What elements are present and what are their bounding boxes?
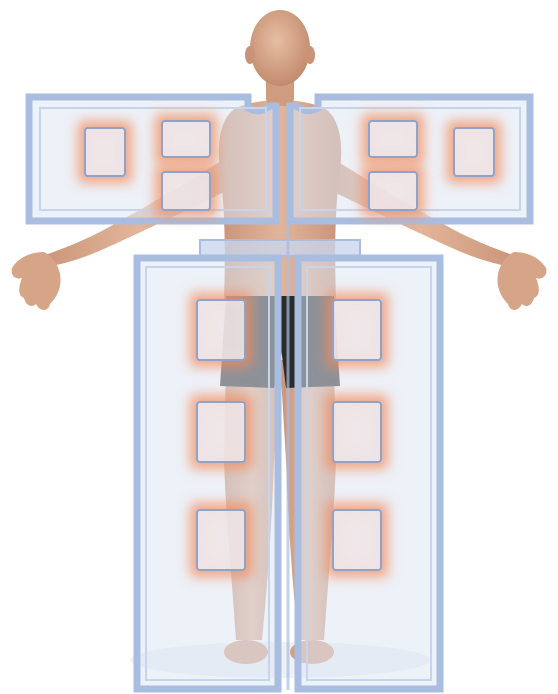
- head: [250, 10, 310, 86]
- heating-pad-upper-left-outer: [85, 128, 125, 176]
- heating-pad-upper-right-inner-top: [369, 121, 417, 157]
- right-hand: [497, 252, 546, 310]
- heating-pad-calf-right: [333, 510, 381, 570]
- heating-pad-upper-right-inner-bottom: [369, 172, 417, 210]
- heating-pad-calf-left: [197, 510, 245, 570]
- heating-pad-knee-right: [333, 402, 381, 462]
- upper-left-panel: [29, 97, 276, 221]
- left-ear: [245, 46, 255, 64]
- heating-pad-thigh-right: [333, 300, 381, 360]
- heating-pad-upper-left-inner-top: [162, 121, 210, 157]
- left-hand: [12, 252, 61, 310]
- heating-pad-upper-left-inner-bottom: [162, 172, 210, 210]
- right-ear: [305, 46, 315, 64]
- waist-belt: [200, 240, 360, 256]
- heating-suit: [29, 97, 530, 690]
- heating-pad-thigh-left: [197, 300, 245, 360]
- heating-pad-upper-right-outer: [454, 128, 494, 176]
- heating-pad-knee-left: [197, 402, 245, 462]
